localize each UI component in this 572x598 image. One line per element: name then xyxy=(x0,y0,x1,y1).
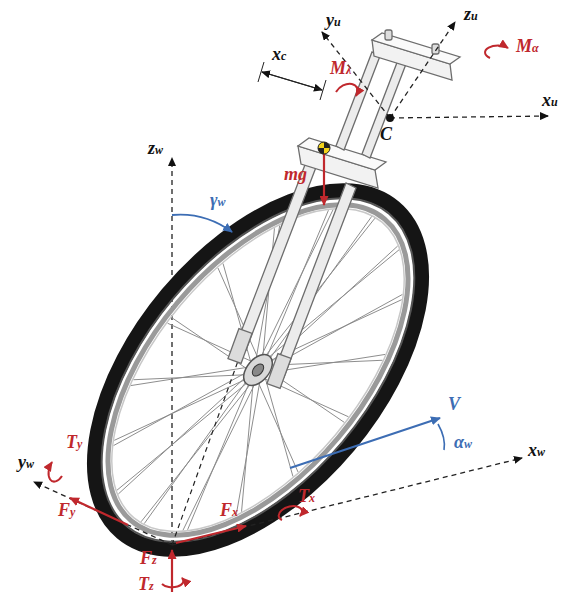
torque-label: Tz xyxy=(136,574,156,594)
zw-axis xyxy=(171,158,172,545)
velocity-arrow xyxy=(290,418,440,468)
velocity-label: V xyxy=(446,394,462,414)
torque-label: Ty xyxy=(64,432,84,452)
axis-label: zu xyxy=(462,4,480,24)
yu-axis xyxy=(322,32,390,118)
xw-axis xyxy=(172,458,522,545)
torque-y xyxy=(49,462,62,482)
spoke xyxy=(134,375,262,524)
vertical-force xyxy=(171,550,173,592)
spoke xyxy=(263,258,402,408)
force-label: Fz xyxy=(138,548,159,568)
angle-label: αw xyxy=(452,432,474,452)
spoke xyxy=(227,377,327,472)
weight-arrow xyxy=(323,150,325,205)
spoke xyxy=(134,319,251,436)
lateral-force xyxy=(70,498,128,525)
spoke xyxy=(264,258,401,404)
spoke xyxy=(150,377,290,530)
moment-alpha xyxy=(485,46,508,58)
yw-axis xyxy=(34,482,172,545)
xc-dimension xyxy=(262,72,322,90)
torque-z xyxy=(162,578,183,587)
axis-label: zw xyxy=(146,138,165,158)
force-label: Fx xyxy=(218,500,240,520)
spoke xyxy=(254,216,382,365)
torque-label: Tx xyxy=(296,486,317,506)
angle-label: γw xyxy=(208,190,228,210)
cg-marker xyxy=(318,142,330,154)
zu-axis xyxy=(390,22,455,118)
axis-label: xu xyxy=(540,90,560,110)
axis-label: yu xyxy=(324,10,343,30)
longitudinal-force xyxy=(176,526,246,543)
torque-x xyxy=(279,506,302,520)
axis-label: yw xyxy=(16,452,36,472)
force-label: mg xyxy=(282,164,309,184)
xu-axis xyxy=(390,116,548,118)
spoke xyxy=(182,374,316,514)
moment-label: Mα xyxy=(514,36,541,56)
spoke xyxy=(183,264,292,369)
axis-label: xw xyxy=(526,440,547,460)
wheel xyxy=(31,132,484,598)
point-label: C xyxy=(378,124,394,144)
fork xyxy=(228,30,460,388)
spoke xyxy=(265,305,382,422)
spoke xyxy=(189,268,289,363)
camber-arc xyxy=(172,215,232,232)
force-label: Fy xyxy=(56,500,77,520)
moment-label: Mλ xyxy=(328,58,353,78)
moment-lambda xyxy=(336,84,358,96)
dimension-label: xc xyxy=(270,44,288,64)
slip-arc xyxy=(438,424,444,450)
spoke xyxy=(151,376,290,530)
point-c xyxy=(386,114,394,122)
